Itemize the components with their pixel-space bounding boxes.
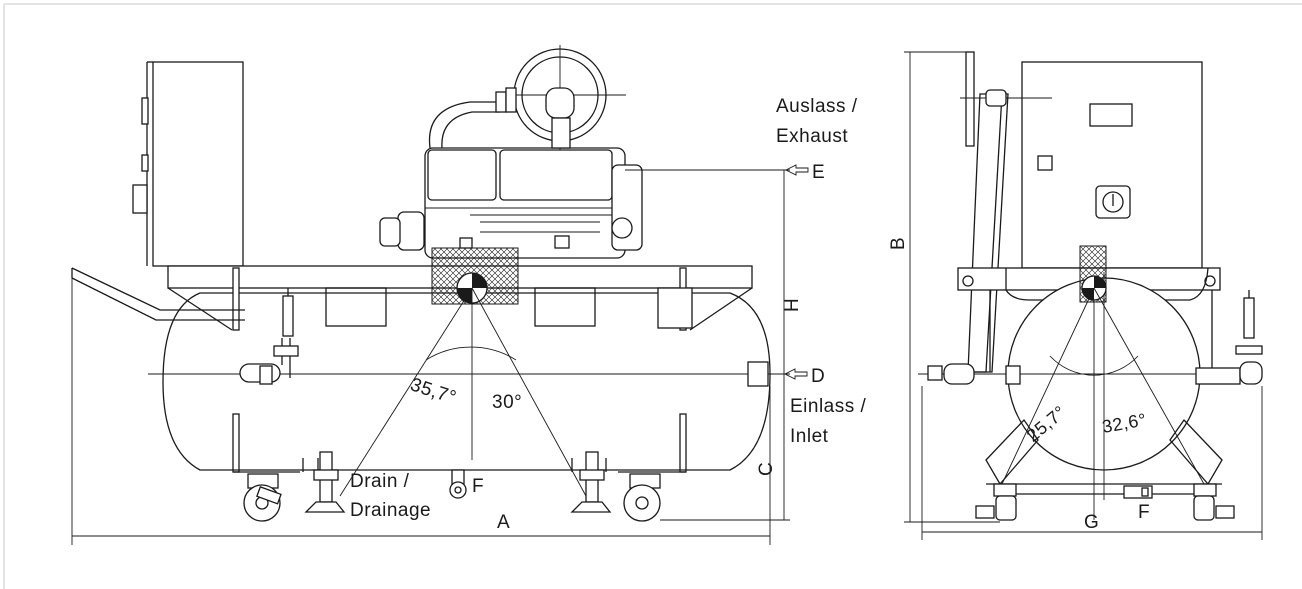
side-view: Auslass / Exhaust E D Einlass / Inlet Dr…	[71, 45, 867, 545]
angle-right-label: 30°	[492, 392, 522, 413]
drawing-frame	[3, 3, 1302, 589]
front-stand	[975, 418, 1235, 521]
front-dim-height-label: B	[888, 237, 909, 250]
wheels-and-feet	[232, 413, 687, 522]
front-cabinet	[960, 51, 1203, 269]
dim-height-label: H	[782, 298, 803, 312]
dim-center-label: C	[756, 462, 777, 476]
outlet-label-en: Exhaust	[776, 126, 848, 147]
receiver-tank	[148, 292, 780, 471]
drain-label-en: Drainage	[350, 500, 431, 521]
center-of-gravity-lines	[339, 287, 587, 497]
side-dimensions	[71, 164, 809, 545]
outlet-marker: E	[812, 162, 825, 183]
drain-label-de: Drain /	[350, 471, 410, 492]
exhaust-filter	[428, 45, 626, 150]
front-drain-marker: F	[1138, 502, 1150, 523]
drain-marker: F	[472, 476, 484, 497]
front-inlet-piping	[927, 290, 1263, 385]
dim-length-label: A	[497, 512, 510, 533]
front-view: B 25,7° 32,6° G F	[888, 51, 1263, 540]
front-gravity-lines	[1001, 287, 1205, 485]
inlet-label-de: Einlass /	[790, 396, 867, 417]
front-dim-width-label: G	[1084, 512, 1099, 533]
inlet-label-en: Inlet	[790, 426, 829, 447]
control-cabinet	[132, 61, 244, 267]
vacuum-pump	[379, 147, 643, 305]
inlet-piping	[239, 288, 299, 385]
inlet-marker: D	[811, 366, 825, 387]
front-dimensions	[904, 51, 1263, 540]
outlet-label-de: Auslass /	[776, 96, 858, 117]
